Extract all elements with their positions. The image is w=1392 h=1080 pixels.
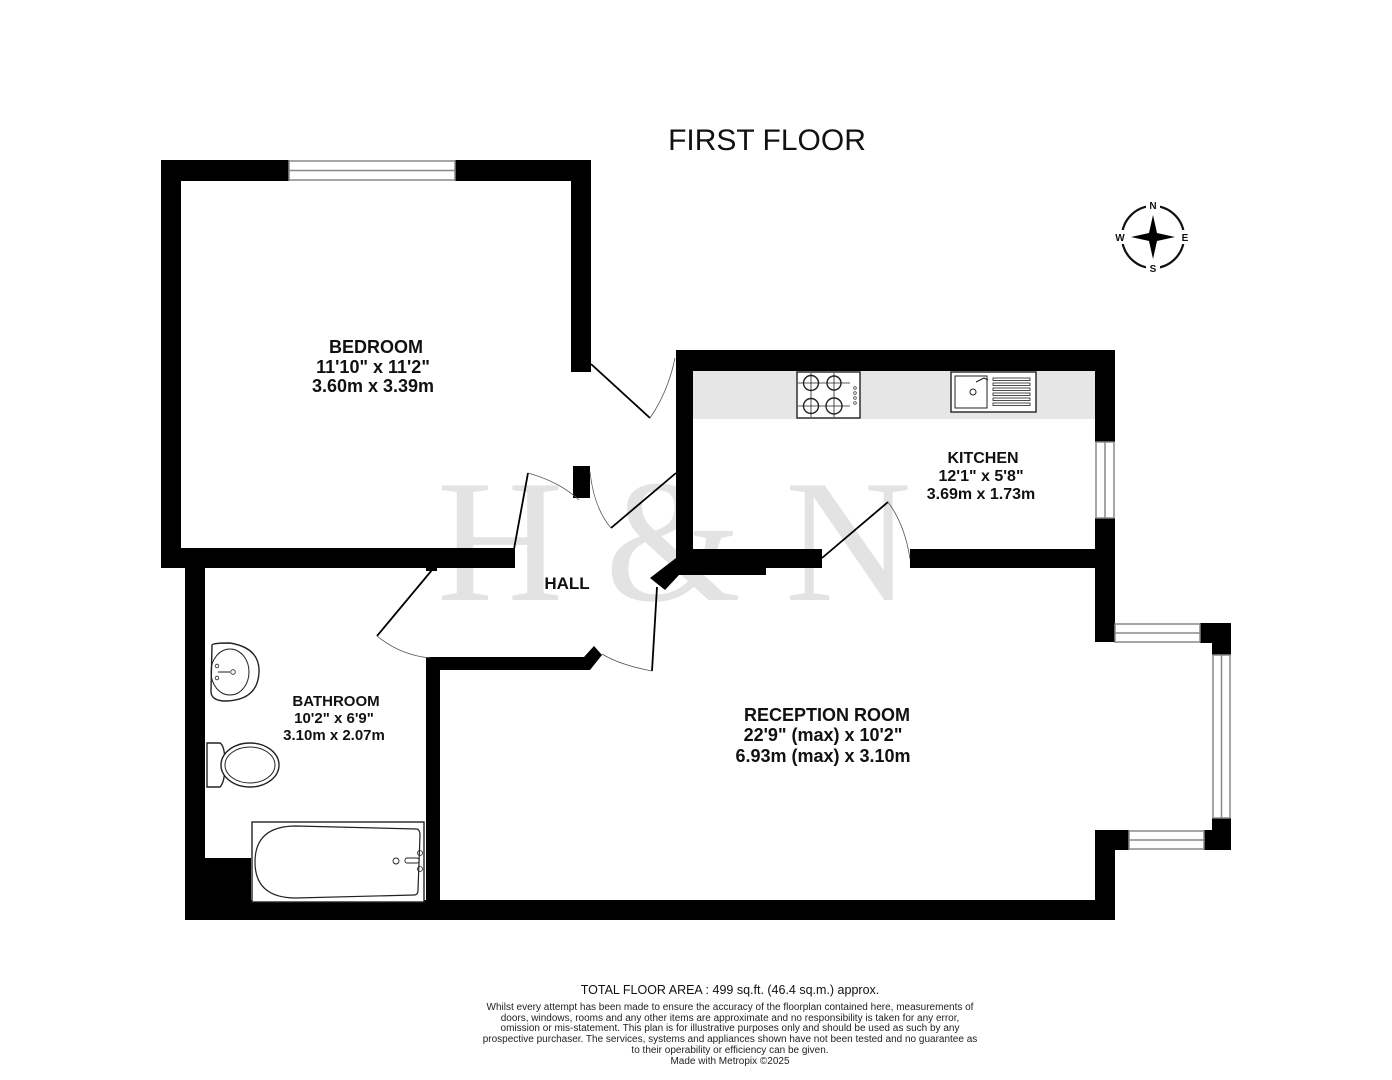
room-dimensions-metric: 6.93m (max) x 3.10m bbox=[735, 746, 910, 766]
kitchen-side-door bbox=[589, 471, 677, 529]
reception-bay-window-top bbox=[1114, 623, 1201, 643]
room-name: HALL bbox=[544, 574, 589, 593]
total-floor-area: TOTAL FLOOR AREA : 499 sq.ft. (46.4 sq.m… bbox=[580, 983, 880, 997]
compass-north: N bbox=[1149, 201, 1156, 212]
room-dimensions-metric: 3.60m x 3.39m bbox=[312, 376, 434, 396]
room-label-hall: HALL bbox=[544, 574, 589, 593]
watermark-logo: H & N bbox=[437, 444, 911, 638]
watermark-h: H bbox=[437, 444, 563, 638]
disclaimer: Whilst every attempt has been made to en… bbox=[480, 1002, 980, 1067]
room-label-kitchen: KITCHEN 12'1" x 5'8" 3.69m x 1.73m bbox=[927, 450, 1036, 503]
room-dimensions-metric: 3.10m x 2.07m bbox=[283, 727, 385, 744]
compass-rose-icon: N S W E bbox=[1114, 198, 1192, 275]
room-dimensions-imperial: 12'1" x 5'8" bbox=[938, 468, 1023, 485]
floor-title: FIRST FLOOR bbox=[668, 124, 866, 157]
room-dimensions-imperial: 11'10" x 11'2" bbox=[316, 357, 430, 377]
room-label-bedroom: BEDROOM 11'10" x 11'2" 3.60m x 3.39m bbox=[312, 337, 434, 396]
watermark-n: N bbox=[785, 444, 911, 638]
reception-door bbox=[601, 586, 658, 672]
compass-south: S bbox=[1150, 264, 1157, 275]
hob-icon bbox=[796, 371, 861, 419]
reception-bay-window-bottom bbox=[1128, 830, 1205, 850]
bathtub-icon bbox=[251, 821, 425, 903]
made-with-credit: Made with Metropix ©2025 bbox=[670, 1055, 790, 1067]
compass-west: W bbox=[1115, 233, 1125, 244]
room-name: KITCHEN bbox=[947, 450, 1018, 467]
compass-east: E bbox=[1182, 233, 1189, 244]
toilet-icon bbox=[206, 742, 280, 788]
room-name: BATHROOM bbox=[292, 693, 379, 710]
disclaimer-text: Whilst every attempt has been made to en… bbox=[482, 1002, 978, 1056]
room-name: RECEPTION ROOM bbox=[744, 705, 910, 725]
washbasin-icon bbox=[210, 642, 260, 702]
bedroom-door bbox=[513, 472, 580, 550]
room-dimensions-imperial: 22'9" (max) x 10'2" bbox=[744, 725, 903, 745]
hall-entry-door bbox=[590, 357, 676, 419]
room-dimensions-imperial: 10'2" x 6'9" bbox=[294, 710, 374, 727]
sink-icon bbox=[950, 371, 1037, 413]
watermark-ampersand: & bbox=[605, 444, 741, 638]
reception-bay-window-side bbox=[1212, 654, 1231, 819]
room-dimensions-metric: 3.69m x 1.73m bbox=[927, 486, 1036, 503]
kitchen-door bbox=[821, 501, 911, 560]
room-name: BEDROOM bbox=[329, 337, 423, 357]
kitchen-window bbox=[1095, 441, 1115, 519]
room-label-bathroom: BATHROOM 10'2" x 6'9" 3.10m x 2.07m bbox=[283, 693, 385, 744]
room-label-reception: RECEPTION ROOM 22'9" (max) x 10'2" 6.93m… bbox=[735, 705, 910, 766]
doors bbox=[376, 357, 911, 672]
windows bbox=[288, 160, 1231, 850]
bedroom-window bbox=[288, 160, 456, 181]
bathroom-door bbox=[376, 569, 433, 659]
walls bbox=[161, 160, 1231, 920]
